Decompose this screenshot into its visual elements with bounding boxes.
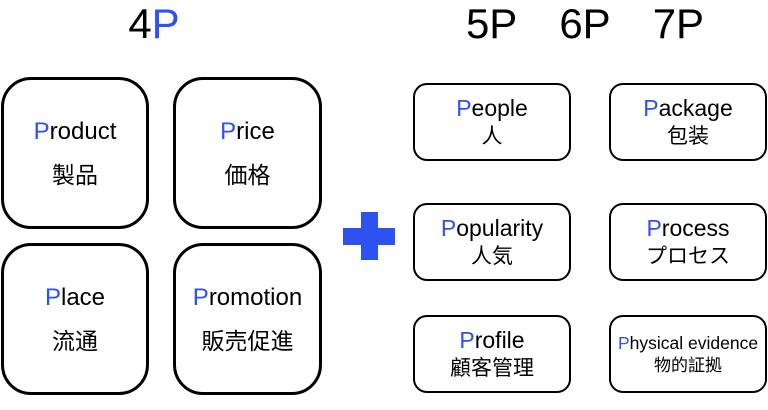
title-6p-letter: P [582,0,611,47]
title-7p: 7P [652,0,705,47]
p-initial: P [617,332,630,353]
card-physical-evidence-jp: 物的証拠 [654,355,722,375]
card-place: Place 流通 [1,243,149,395]
title-6p-number: 6 [559,0,583,47]
title-7p-letter: P [676,0,705,47]
en-rest: roduct [49,117,117,145]
title-6p: 6P [559,0,611,47]
title-right-group: 5P 6P 7P [405,0,765,47]
card-physical-evidence: Physical evidence 物的証拠 [609,315,767,393]
card-price-jp: 価格 [224,161,271,188]
card-people-jp: 人 [481,124,503,148]
title-5p: 5P [465,0,518,47]
card-price-en: Price [220,118,275,146]
card-promotion-jp: 販売促進 [201,327,294,354]
card-package-en: Package [643,95,733,121]
p-initial: P [456,95,472,122]
en-rest: rofile [474,327,525,354]
title-5p-number: 5 [465,0,490,47]
card-process-jp: プロセス [646,244,730,268]
card-popularity-en: Popularity [441,215,543,241]
plus-icon [343,212,395,260]
card-profile-en: Profile [459,327,524,353]
p-initial: P [646,215,662,242]
title-5p-letter: P [489,0,518,47]
p-initial: P [220,117,237,145]
p-initial: P [459,327,475,354]
p-initial: P [33,117,50,145]
en-rest: romotion [208,283,303,311]
title-7p-number: 7 [652,0,677,47]
card-price: Price 価格 [173,77,322,229]
card-physical-evidence-en: Physical evidence [618,333,758,353]
en-rest: lace [60,283,106,311]
card-place-en: Place [45,284,105,312]
plus-icon-horizontal-bar [343,227,395,245]
card-promotion: Promotion 販売促進 [173,243,322,395]
card-process: Process プロセス [609,203,767,281]
en-rest: ackage [658,95,733,122]
p-initial: P [44,283,61,311]
card-place-jp: 流通 [52,327,98,354]
p-initial: P [643,95,659,122]
card-product-jp: 製品 [52,161,98,188]
card-product-en: Product [34,118,117,146]
en-rest: rice [236,117,275,145]
card-promotion-en: Promotion [193,284,302,312]
card-product: Product 製品 [1,77,149,229]
card-package-jp: 包装 [667,124,709,148]
en-rest: hysical evidence [629,332,759,353]
card-popularity-jp: 人気 [471,244,513,268]
card-process-en: Process [646,215,729,241]
card-people: People 人 [413,83,571,161]
p-initial: P [192,283,209,311]
card-people-en: People [456,95,528,121]
card-profile: Profile 顧客管理 [413,315,571,393]
title-4p: 4P [0,0,308,47]
card-popularity: Popularity 人気 [413,203,571,281]
title-4p-letter: P [151,0,180,47]
en-rest: rocess [661,215,730,242]
title-4p-number: 4 [128,0,152,47]
p-initial: P [440,215,457,242]
card-profile-jp: 顧客管理 [450,356,534,380]
en-rest: eople [471,95,528,122]
card-package: Package 包装 [609,83,767,161]
en-rest: opularity [456,215,544,242]
